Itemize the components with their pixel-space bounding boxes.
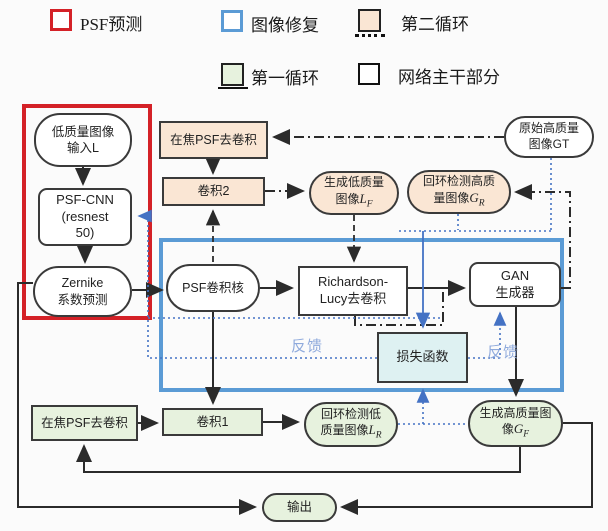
node-loss-function: 损失函数 [377,332,468,383]
edge-loss-feedback-to-gan [468,311,507,359]
node-label: 系数预测 [57,292,108,307]
node-label: 回环检测低 [320,406,381,421]
legend-label-second-loop: 第二循环 [401,15,469,34]
node-gan-generator: GAN 生成器 [469,262,561,307]
node-loop-detect-low-lr: 回环检测低 质量图像LR [304,402,398,447]
legend-label-image-restoration: 图像修复 [251,16,319,35]
node-richardson-lucy: Richardson- Lucy去卷积 [298,266,408,316]
legend-label-first-loop: 第一循环 [251,69,319,88]
legend-label-psf-prediction: PSF预测 [80,15,143,34]
node-label: 原始高质量 [518,121,579,136]
image-restoration-frame [159,238,564,392]
node-gen-low-quality-lf: 生成低质量 图像LF [309,171,399,215]
feedback-label-right: 反馈 [487,344,520,361]
edge-gan-to-loophigh [514,184,571,289]
node-defocus-psf-deconv-bottom: 在焦PSF去卷积 [31,405,138,441]
node-label: 在焦PSF去卷积 [41,415,128,430]
math-var: L [368,422,376,438]
node-label: (resnest [61,208,109,224]
legend-swatch-image-restoration [221,10,243,32]
edge-genhigh-to-output [340,422,593,515]
math-sub: F [366,199,373,210]
node-label: 生成器 [495,284,535,300]
node-label: Lucy去卷积 [319,291,387,306]
legend-swatch-first-loop [221,63,244,86]
math-var: G [469,189,479,205]
node-input-low-quality: 低质量图像 输入L [34,113,132,167]
node-label: 输入L [67,141,99,155]
edge-genhigh-to-defocus-bottom [76,444,521,473]
node-label: Richardson- [317,274,389,290]
node-psf-kernel: PSF卷积核 [166,264,260,312]
node-defocus-psf-deconv-top: 在焦PSF去卷积 [159,121,268,159]
node-label: 卷积1 [196,414,229,429]
math-sub: R [478,198,485,209]
legend-label-backbone: 网络主干部分 [398,68,500,87]
node-zernike-coeff: Zernike 系数预测 [33,266,132,317]
legend-swatch-backbone [358,63,380,85]
node-label: Zernike [61,276,104,291]
node-label: GAN [500,267,530,283]
node-label: 损失函数 [396,349,449,365]
feedback-label-left: 反馈 [291,338,324,355]
legend-swatch-second-loop [358,9,381,32]
node-output: 输出 [262,493,337,522]
node-label: 质量图像 [320,423,369,438]
node-label: 图像GT [528,137,570,151]
node-label: 低质量图像 [51,124,115,139]
node-original-gt: 原始高质量 图像GT [504,116,594,158]
node-label: 在焦PSF去卷积 [170,132,257,147]
node-loop-detect-high-gr: 回环检测高质 量图像GR [407,170,511,214]
node-label: 卷积2 [197,184,230,199]
node-label: 50) [75,225,95,241]
math-var: G [513,421,524,437]
legend-dotted-underline [355,34,385,37]
math-sub: F [523,429,530,440]
edge-rl-secondloop-to-gan [354,291,444,326]
node-conv1: 卷积1 [162,408,263,436]
node-psf-cnn: PSF-CNN (resnest 50) [38,188,132,246]
node-label: PSF-CNN [56,191,114,207]
node-label: 生成低质量 [323,175,384,190]
node-label: 量图像 [433,190,470,205]
node-label: 像 [501,422,514,437]
node-conv2: 卷积2 [162,177,265,206]
math-sub: R [375,430,382,441]
node-label: 输出 [286,500,312,515]
node-label: 回环检测高质 [422,174,495,189]
legend-swatch-psf-prediction [50,9,72,31]
edge-loss-feedback-to-psfcnn [137,209,377,359]
legend-solid-underline [218,87,248,89]
node-label: PSF卷积核 [182,280,244,295]
node-label: 图像 [335,191,360,206]
node-gen-high-quality-gf: 生成高质量图 像GF [468,400,563,447]
math-var: L [359,190,367,206]
node-label: 生成高质量图 [479,405,552,420]
edge-zernike-to-output [17,282,257,515]
